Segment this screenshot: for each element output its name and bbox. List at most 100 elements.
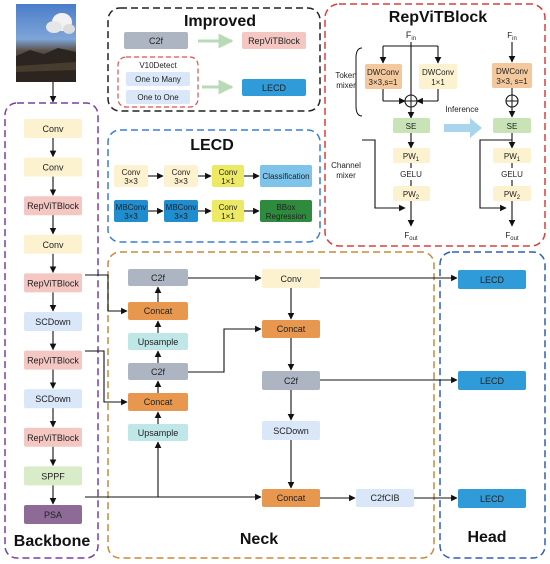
inference-arrow — [444, 118, 482, 138]
connections — [85, 274, 458, 502]
head-panel: Head — [439, 251, 546, 559]
head-lecd-1 — [458, 270, 526, 289]
svg-text:C2fCIB: C2fCIB — [370, 493, 399, 503]
lecd-cell-line1: Conv — [172, 168, 191, 177]
backbone-block-label: RepViTBlock — [27, 433, 79, 443]
neck-upsample-1 — [128, 333, 188, 350]
backbone-block-8 — [24, 389, 82, 409]
pw2-box-left — [393, 186, 430, 201]
svg-text:SCDown: SCDown — [273, 426, 309, 436]
improved-c2f-label: C2f — [149, 36, 164, 46]
neck-concat-3 — [262, 320, 320, 338]
backbone-block-label: PSA — [44, 510, 62, 520]
head-lecd-2 — [458, 371, 526, 390]
fout-left: Fout — [404, 231, 418, 242]
svg-text:LECD: LECD — [480, 376, 505, 386]
se-box-left — [393, 118, 430, 133]
neck-c2f-mid — [128, 363, 188, 380]
lecd-row1-block-1 — [114, 165, 148, 187]
lecd-cell-line1: MBConv — [166, 203, 197, 212]
svg-text:C2f: C2f — [284, 376, 299, 386]
svg-text:LECD: LECD — [480, 494, 505, 504]
dwconv1-box — [419, 64, 457, 89]
repvit-panel: RepViTBlock Fin DWConv 3×3,s=1 DWConv 1×… — [324, 3, 546, 247]
backbone-block-label: SCDown — [35, 394, 71, 404]
se-box-right — [493, 118, 531, 133]
pw1-label-left: PW1 — [403, 152, 420, 163]
neck-c2f-right — [262, 371, 320, 390]
backbone-block-label: Conv — [42, 240, 64, 250]
one-to-many-label: One to Many — [135, 75, 181, 84]
svg-text:Conv: Conv — [280, 274, 302, 284]
token-mixer-2: mixer — [336, 81, 356, 90]
neck-concat-4 — [262, 489, 320, 507]
lecd-cell-line2: Regression — [266, 212, 306, 221]
lecd-cell-line2: 3×3 — [124, 177, 138, 186]
repvit-fin-right: Fin — [507, 31, 517, 42]
neck-concat-1 — [128, 302, 188, 320]
backbone-block-3 — [24, 196, 82, 216]
svg-text:C2f: C2f — [151, 367, 166, 377]
head-title: Head — [467, 529, 506, 546]
lecd-cell-line2: 3×3 — [174, 177, 188, 186]
backbone-block-label: SPPF — [41, 471, 65, 481]
lecd-cell-line1: BBox — [276, 203, 295, 212]
backbone-block-1 — [24, 119, 82, 138]
lecd-row2-block-4 — [260, 200, 312, 222]
neck-concat-2 — [128, 393, 188, 411]
svg-text:Upsample: Upsample — [138, 428, 179, 438]
channel-mixer-2: mixer — [336, 171, 356, 180]
neck-upsample-2 — [128, 424, 188, 441]
pw2-label-right: PW2 — [504, 190, 521, 201]
improved-lecd-box — [242, 79, 306, 96]
neck-title: Neck — [240, 531, 278, 548]
dwconv3-box — [365, 64, 402, 89]
neck-panel: Neck — [107, 251, 435, 559]
neck-conv — [262, 269, 320, 288]
lecd-row2-block-2 — [164, 200, 198, 222]
repvit-fin: Fin — [406, 30, 416, 42]
inference-label: Inference — [445, 105, 479, 114]
backbone-block-2 — [24, 157, 82, 177]
backbone-block-label: RepViTBlock — [27, 201, 79, 211]
lecd-row2-block-1 — [114, 200, 148, 222]
backbone-block-9 — [24, 427, 82, 447]
one-to-one-box — [126, 90, 190, 104]
improved-lecd-label: LECD — [262, 83, 287, 93]
lecd-cell-line1: Classification — [262, 172, 309, 181]
improved-title: Improved — [184, 13, 256, 30]
lecd-cell-line2: 1×1 — [221, 212, 235, 221]
channel-mixer-1: Channel — [331, 161, 361, 170]
backbone-panel: Backbone — [4, 102, 99, 559]
v10detect-group — [117, 56, 199, 108]
neck-c2f-top — [128, 269, 188, 286]
backbone-block-11 — [24, 505, 82, 524]
lecd-row2-block-3 — [212, 200, 244, 222]
head-lecd-3 — [458, 489, 526, 508]
backbone-block-label: SCDown — [35, 317, 71, 327]
token-mixer-1: Token — [335, 71, 356, 80]
one-to-one-label: One to One — [137, 93, 179, 102]
backbone-block-5 — [24, 273, 82, 293]
one-to-many-box — [126, 72, 190, 86]
improved-c2f-box — [124, 32, 188, 49]
svg-text:Concat: Concat — [144, 306, 173, 316]
gelu-label-right: GELU — [501, 170, 523, 179]
dwconv-box-right — [492, 63, 532, 88]
dwconv3-label-1: DWConv — [367, 68, 399, 77]
svg-text:LECD: LECD — [480, 275, 505, 285]
pw1-label-right: PW1 — [504, 152, 521, 163]
repvit-title: RepViTBlock — [389, 9, 488, 26]
svg-text:C2f: C2f — [151, 273, 166, 283]
svg-text:Concat: Concat — [277, 493, 306, 503]
dwconv1-label-2: 1×1 — [431, 78, 445, 87]
svg-text:Concat: Concat — [277, 324, 306, 334]
v10detect-label: V10Detect — [139, 61, 177, 70]
dwconv1-label-1: DWConv — [422, 68, 454, 77]
neck-scdown — [262, 421, 320, 440]
lecd-panel: LECD — [107, 129, 321, 243]
pw1-box-left — [393, 148, 430, 163]
backbone-title: Backbone — [14, 533, 91, 550]
lecd-title: LECD — [190, 137, 234, 154]
